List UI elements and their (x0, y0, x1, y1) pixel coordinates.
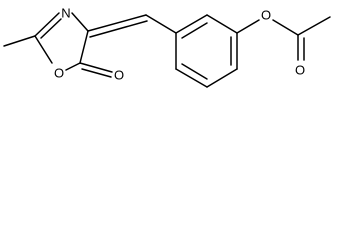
bond-ring-d-e (206, 68, 238, 88)
chemical-structure-diagram: N O O O O (3, 6, 331, 88)
bond-c2-n3 (34, 12, 60, 37)
bond-acyl-c-methyl (297, 16, 331, 36)
bond-n3-c4 (71, 12, 89, 32)
bond-ring-a-b (175, 14, 208, 34)
bond-c2-n3-double (40, 18, 62, 39)
atom-label-ring-oxygen: O (54, 66, 64, 81)
bond-ring-ester-o (236, 19, 260, 34)
bond-c5-carbonyl-o (79, 62, 113, 73)
bond-c4-methine-double (89, 20, 148, 38)
bond-c5-carbonyl-o-double (81, 68, 112, 78)
bond-o1-c2 (34, 35, 53, 64)
atom-label-ester-oxygen: O (261, 8, 271, 23)
bond-ring-inner-1 (181, 22, 208, 39)
bond-c4-methine (87, 14, 147, 32)
atom-label-carbonyl-oxygen: O (114, 68, 124, 83)
bond-ring-e-f (175, 68, 208, 88)
bond-ring-inner-3 (181, 63, 208, 80)
bond-methine-ring (145, 14, 177, 34)
bond-c4-c5 (79, 30, 89, 64)
atom-label-acetyl-oxygen: O (295, 63, 305, 78)
bond-methyl-c2 (3, 35, 36, 47)
bond-c5-o1 (65, 62, 81, 71)
bond-ring-b-c (206, 14, 238, 34)
atom-label-nitrogen: N (61, 6, 70, 21)
bond-ester-o-acyl-c (272, 19, 299, 36)
